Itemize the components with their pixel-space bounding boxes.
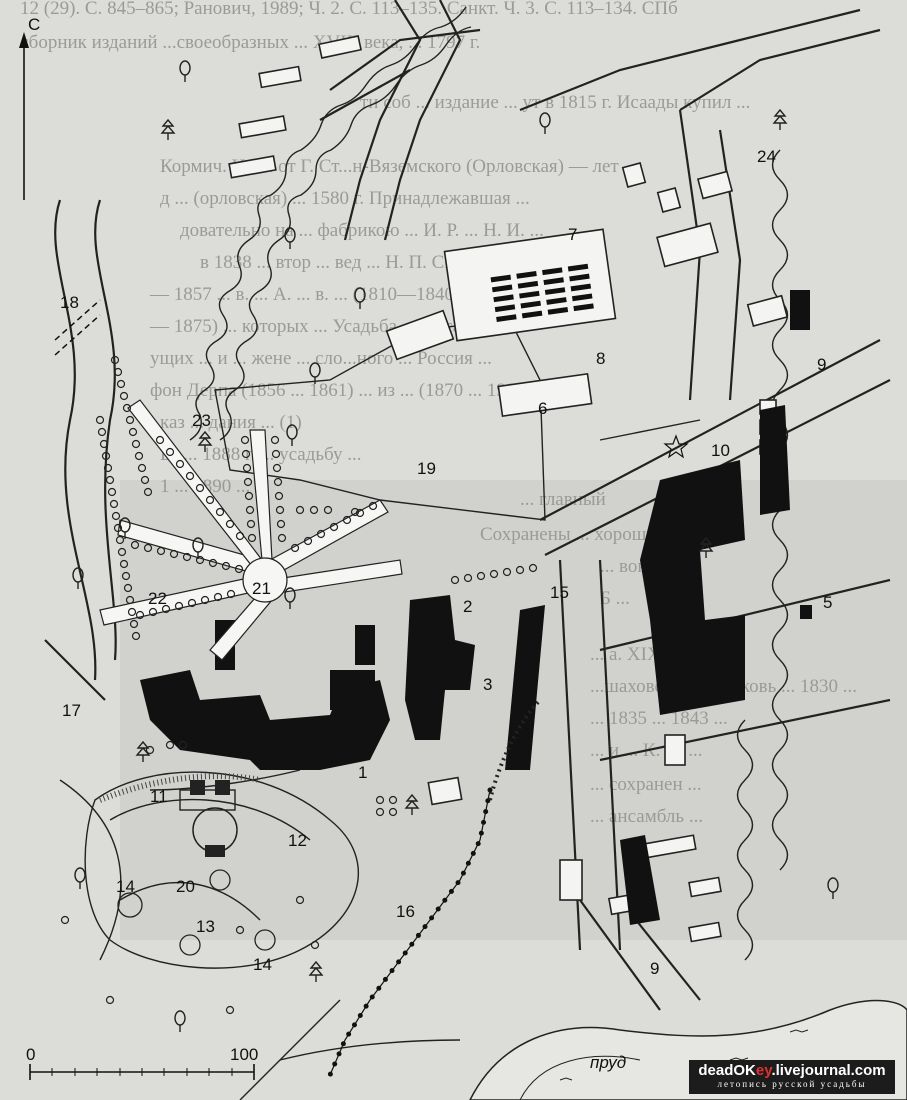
watermark: deadOKey.livejournal.com летопись русско… (689, 1060, 895, 1094)
bg-line: д ... (орловская) ... 1580 г. Принадлежа… (160, 188, 530, 209)
pavilion-11 (179, 780, 236, 811)
bg-line: ... ансамбль ... (590, 806, 703, 827)
conifer-icon (135, 740, 151, 762)
tree-icon (284, 227, 296, 249)
watermark-main: deadOKey.livejournal.com (698, 1062, 886, 1079)
label-21: 21 (252, 579, 271, 598)
main-buildings (140, 290, 812, 925)
conifer-icon (772, 108, 788, 130)
label-8: 8 (596, 349, 605, 368)
dashed-path-18 (54, 299, 101, 341)
north-arrow: С (19, 15, 40, 200)
tree-row-dots (60, 355, 538, 1015)
conifer-icon (698, 536, 714, 558)
tree-icon (174, 1010, 186, 1032)
label-10: 10 (711, 441, 730, 460)
bg-line: фон Дерпа (1856 ... 1861) ... из ... (18… (150, 380, 550, 401)
label-11: 11 (150, 787, 168, 806)
bg-line: Б ... (600, 588, 630, 609)
scale-start-label: 0 (26, 1045, 35, 1064)
bg-line: Кормич. Н. И. от Г. Ст...н-Вяземского (О… (160, 156, 638, 177)
boundary-line-16-stroke (329, 789, 491, 1076)
tree-icon (179, 60, 191, 82)
bg-line: довательно на ... фабрикою ... И. Р. ...… (180, 220, 544, 241)
watermark-subtitle: летопись русской усадьбы (717, 1079, 867, 1089)
tree-icon (309, 362, 321, 384)
tree-icon (119, 517, 131, 539)
tree-icon (192, 537, 204, 559)
scale-bar: 0 100 (26, 1045, 258, 1080)
label-23: 23 (192, 411, 211, 430)
tree-symbols (72, 60, 839, 1032)
bg-line: сборник изданий ...своеобразных ... XVII… (20, 32, 480, 53)
bg-line: ... главный (520, 489, 606, 510)
road-17 (44, 639, 106, 701)
tree-icon (827, 877, 839, 899)
bg-line: ущих ... и ... жене ... сло...ного ... Р… (150, 348, 492, 369)
label-14-west: 14 (116, 877, 135, 896)
bg-line: ... 1835 ... 1843 ... (590, 708, 728, 729)
conifer-icon (160, 118, 176, 140)
label-9-north: 9 (817, 355, 826, 374)
tree-icon (284, 587, 296, 609)
tree-icon (539, 112, 551, 134)
label-4: 4 (676, 601, 685, 620)
label-2: 2 (463, 597, 472, 616)
label-19: 19 (417, 459, 436, 478)
radial-alleys (99, 399, 403, 661)
north-label: С (28, 15, 40, 34)
bg-line: ... сохранен ... (590, 774, 702, 795)
serpentine-hedge-west-inner (219, 26, 472, 441)
north-road (319, 0, 481, 241)
tree-icon (72, 567, 84, 589)
label-5: 5 (823, 593, 832, 612)
tree-icon (286, 424, 298, 446)
pond-label: пруд (590, 1053, 626, 1072)
label-12: 12 (288, 831, 307, 850)
serpentine-hedge-west (189, 6, 467, 441)
label-17: 17 (62, 701, 81, 720)
escarpment (488, 698, 542, 801)
label-1: 1 (358, 763, 367, 782)
serpentine-hedge-east-2 (736, 719, 754, 961)
bg-line: ти соб ... издание ... ут в 1815 г. Исаа… (360, 92, 750, 113)
conifer-icon (308, 960, 324, 982)
bg-line: 12 (29). С. 845–865; Ранович, 1989; Ч. 2… (20, 0, 678, 19)
west-road (54, 199, 117, 681)
square-7-8 (443, 228, 617, 342)
plan-labels: 1 2 3 4 5 6 7 8 9 9 10 11 12 13 14 14 15… (60, 147, 832, 978)
label-20: 20 (176, 877, 195, 896)
label-24: 24 (757, 147, 776, 166)
label-18: 18 (60, 293, 79, 312)
conifer-icon (197, 430, 213, 452)
label-22: 22 (148, 589, 167, 608)
label-3: 3 (483, 675, 492, 694)
label-9-south: 9 (650, 959, 659, 978)
dashed-path-18b (54, 314, 101, 356)
label-6: 6 (538, 399, 547, 418)
scale-end-label: 100 (230, 1045, 258, 1064)
tree-icon (74, 867, 86, 889)
bg-line: Сохранены ... хорошие (480, 524, 665, 545)
label-14-east: 14 (253, 955, 272, 974)
bg-line: в 1838 ... втор ... вед ... Н. П. Смолди… (200, 252, 505, 273)
tree-icon (354, 287, 366, 309)
label-13: 13 (196, 917, 215, 936)
label-15: 15 (550, 583, 569, 602)
star-icon (663, 434, 689, 459)
conifer-icon (404, 793, 420, 815)
label-16: 16 (396, 902, 415, 921)
label-7: 7 (568, 225, 577, 244)
landscape-park (59, 769, 461, 1100)
